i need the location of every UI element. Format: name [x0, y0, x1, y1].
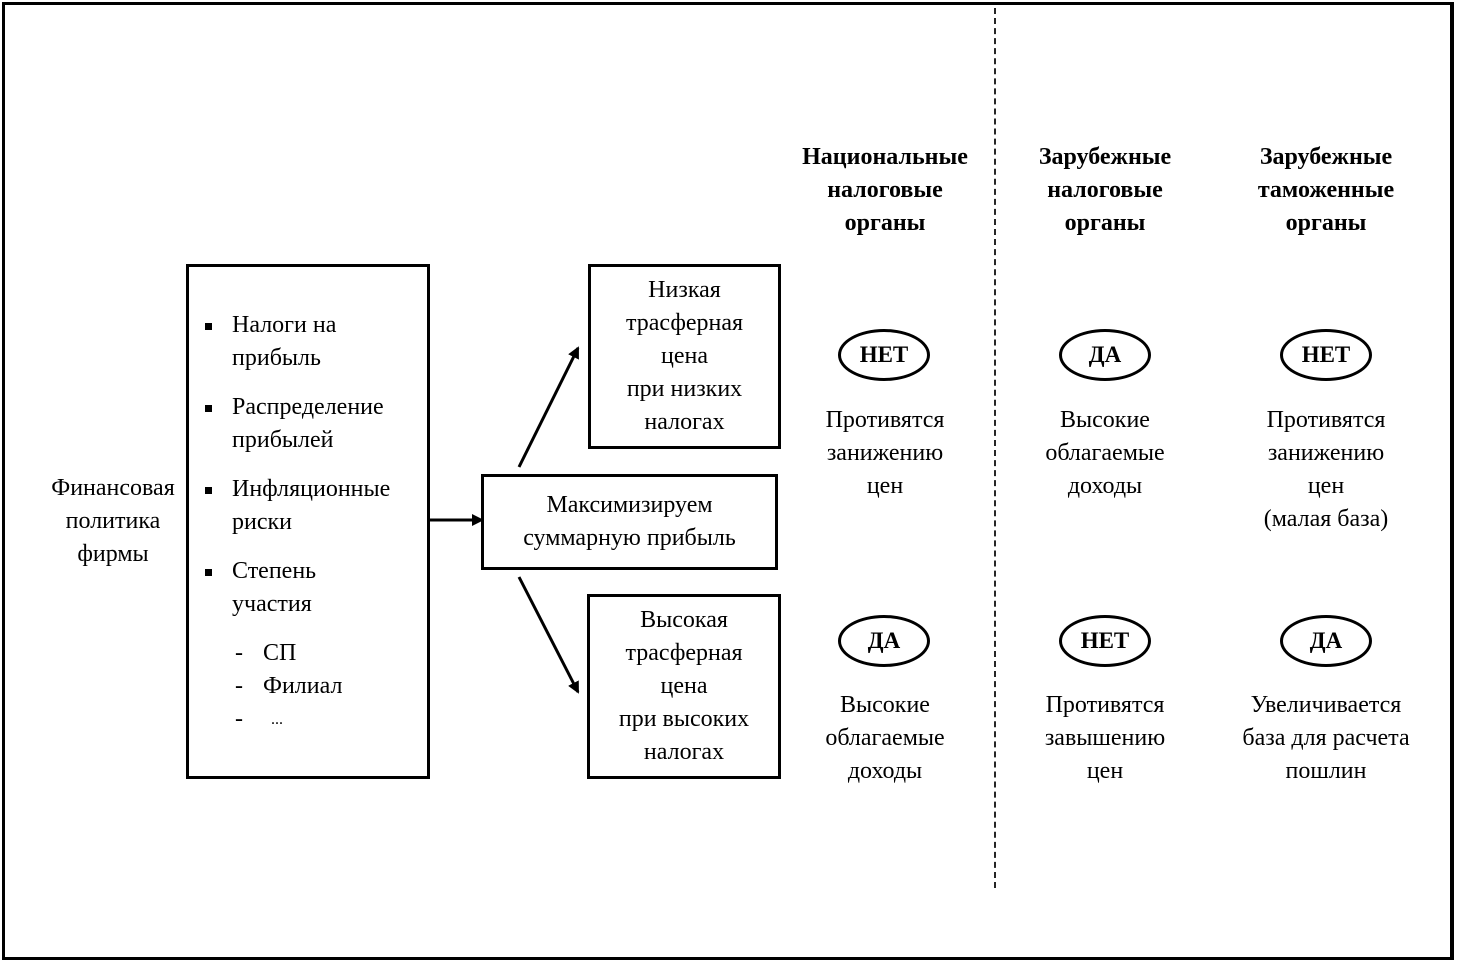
firm-policy-line: Финансовая [51, 475, 175, 501]
low-price-line: Низкая [648, 277, 721, 303]
goal-line: суммарную прибыль [523, 525, 736, 551]
answer-oval-foreign-tax-low: ДА [1059, 329, 1151, 381]
column-header-foreign-customs: Зарубежные таможенные органы [1216, 141, 1436, 240]
firm-policy-line: фирмы [77, 541, 149, 567]
factor-line: Степень [232, 558, 317, 584]
dash-marker: - [235, 706, 243, 732]
note-national-low: Противятся занижению цен [775, 404, 995, 503]
header-line: органы [1064, 210, 1146, 236]
answer-label: НЕТ [859, 342, 909, 367]
answer-oval-foreign-tax-high: НЕТ [1059, 615, 1151, 667]
high-price-line: цена [660, 673, 708, 699]
high-price-line: налогах [643, 739, 725, 765]
firm-policy-line: политика [65, 508, 161, 534]
note-foreign-tax-high: Противятся завышению цен [995, 689, 1215, 788]
low-price-line: налогах [644, 409, 725, 435]
note-line: цен [866, 473, 904, 499]
factor-line: участия [232, 591, 312, 617]
note-line: занижению [1267, 440, 1385, 466]
header-line: Зарубежные [1259, 144, 1393, 170]
factor-item: Инфляционные риски [205, 473, 427, 539]
high-price-line: при высоких [618, 706, 750, 732]
arrow-goal-to-high-price [517, 576, 580, 694]
note-line: Высокие [840, 692, 930, 718]
goal-line: Максимизируем [546, 492, 713, 518]
note-line: облагаемые [1045, 440, 1165, 466]
note-line: облагаемые [825, 725, 945, 751]
high-price-line: Высокая [640, 607, 728, 633]
arrow-goal-to-low-price [517, 346, 580, 468]
factor-item: Распределение прибылей [205, 391, 427, 457]
answer-oval-foreign-customs-high: ДА [1280, 615, 1372, 667]
factor-item: Налоги на прибыль [205, 309, 427, 375]
note-line: база для расчета [1242, 725, 1410, 751]
answer-label: ДА [1309, 628, 1343, 653]
note-line: Увеличивается [1250, 692, 1402, 718]
factors-box: Налоги на прибыль Распределение прибылей… [186, 264, 430, 779]
factor-line: риски [232, 509, 292, 535]
answer-label: ДА [867, 628, 901, 653]
answer-oval-foreign-customs-low: НЕТ [1280, 329, 1372, 381]
note-foreign-tax-low: Высокие облагаемые доходы [995, 404, 1215, 503]
factor-item: Степень участия [205, 555, 427, 621]
header-line: органы [1285, 210, 1367, 236]
note-line: Высокие [1060, 407, 1150, 433]
answer-oval-national-high: ДА [838, 615, 930, 667]
bullet-icon [205, 405, 212, 412]
firm-policy-label: Финансовая политика фирмы [38, 472, 188, 571]
sub-item-label: СП [263, 640, 297, 666]
low-price-line: цена [661, 343, 708, 369]
note-line: занижению [826, 440, 944, 466]
answer-oval-national-low: НЕТ [838, 329, 930, 381]
sub-item: - СП [235, 637, 427, 670]
note-foreign-customs-high: Увеличивается база для расчета пошлин [1216, 689, 1436, 788]
header-line: Зарубежные [1038, 144, 1172, 170]
header-line: Национальные [802, 144, 968, 170]
sub-item-label: ... [271, 711, 283, 728]
factor-line: Распределение [232, 394, 384, 420]
sub-item: - ... [235, 703, 427, 736]
note-line: цен [1307, 473, 1345, 499]
note-foreign-customs-low: Противятся занижению цен (малая база) [1216, 404, 1436, 536]
high-transfer-price-box: Высокая трасферная цена при высоких нало… [587, 594, 781, 779]
note-line: Противятся [825, 407, 945, 433]
note-line: пошлин [1285, 758, 1367, 784]
answer-label: НЕТ [1301, 342, 1351, 367]
high-price-line: трасферная [625, 640, 743, 666]
dash-marker: - [235, 640, 243, 666]
note-line: доходы [1067, 473, 1143, 499]
header-line: таможенные [1257, 177, 1395, 203]
answer-label: ДА [1088, 342, 1122, 367]
note-line: Противятся [1266, 407, 1386, 433]
answer-label: НЕТ [1080, 628, 1130, 653]
factor-line: Налоги на [232, 312, 337, 338]
low-transfer-price-box: Низкая трасферная цена при низких налога… [588, 264, 781, 449]
column-header-foreign-tax: Зарубежные налоговые органы [995, 141, 1215, 240]
low-price-line: трасферная [625, 310, 744, 336]
note-line: цен [1086, 758, 1124, 784]
note-national-high: Высокие облагаемые доходы [775, 689, 995, 788]
note-line: доходы [847, 758, 923, 784]
header-line: налоговые [1047, 177, 1163, 203]
header-line: налоговые [827, 177, 943, 203]
sub-item-label: Филиал [263, 673, 343, 699]
sub-item: - Филиал [235, 670, 427, 703]
bullet-icon [205, 487, 212, 494]
low-price-line: при низких [626, 376, 743, 402]
dash-marker: - [235, 673, 243, 699]
bullet-icon [205, 569, 212, 576]
note-line: Противятся [1045, 692, 1165, 718]
goal-box: Максимизируем суммарную прибыль [481, 474, 778, 570]
factor-line: прибылей [232, 427, 334, 453]
bullet-icon [205, 323, 212, 330]
note-line: (малая база) [1263, 506, 1389, 532]
factor-line: Инфляционные [232, 476, 391, 502]
factor-line: прибыль [232, 345, 321, 371]
dashed-divider [994, 8, 996, 888]
column-header-national-tax: Национальные налоговые органы [775, 141, 995, 240]
header-line: органы [844, 210, 926, 236]
note-line: завышению [1044, 725, 1166, 751]
